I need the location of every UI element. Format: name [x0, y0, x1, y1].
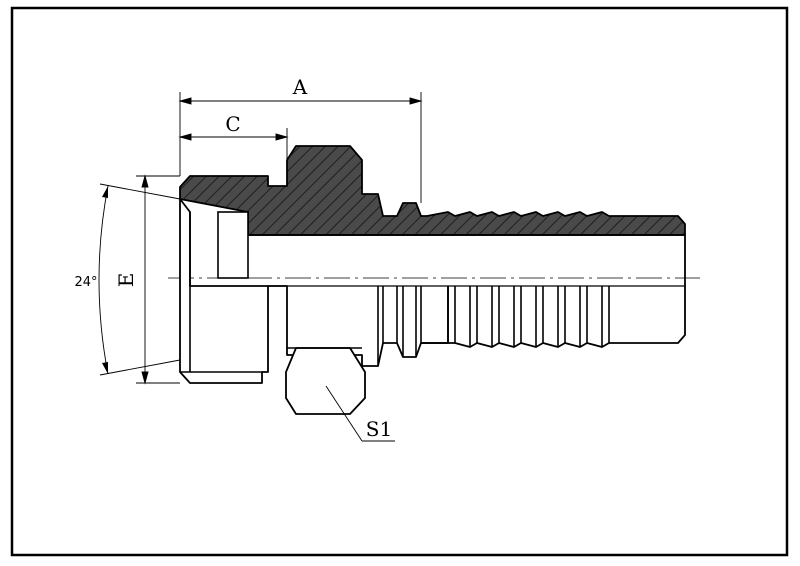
- seat-cone-face: [217, 211, 249, 279]
- dimension-a: [178, 92, 423, 203]
- angle-label: 24°: [74, 275, 97, 290]
- hex-nut: [285, 347, 366, 415]
- section-hatched-body: [179, 145, 686, 236]
- hex-leader: [325, 385, 395, 442]
- angle-dimension: [98, 183, 181, 376]
- hose-tail-lower-outline: [421, 235, 686, 348]
- dimension-e-label: E: [114, 273, 138, 288]
- hex-label: S1: [366, 417, 392, 441]
- dimension-e: [136, 174, 180, 385]
- dimension-c: [178, 128, 289, 160]
- angle-arrows: [102, 186, 108, 374]
- dimension-a-label: A: [292, 75, 308, 99]
- barb-grooves: [377, 286, 610, 366]
- dimension-c-label: C: [225, 112, 240, 136]
- drawing-frame: [10, 6, 789, 557]
